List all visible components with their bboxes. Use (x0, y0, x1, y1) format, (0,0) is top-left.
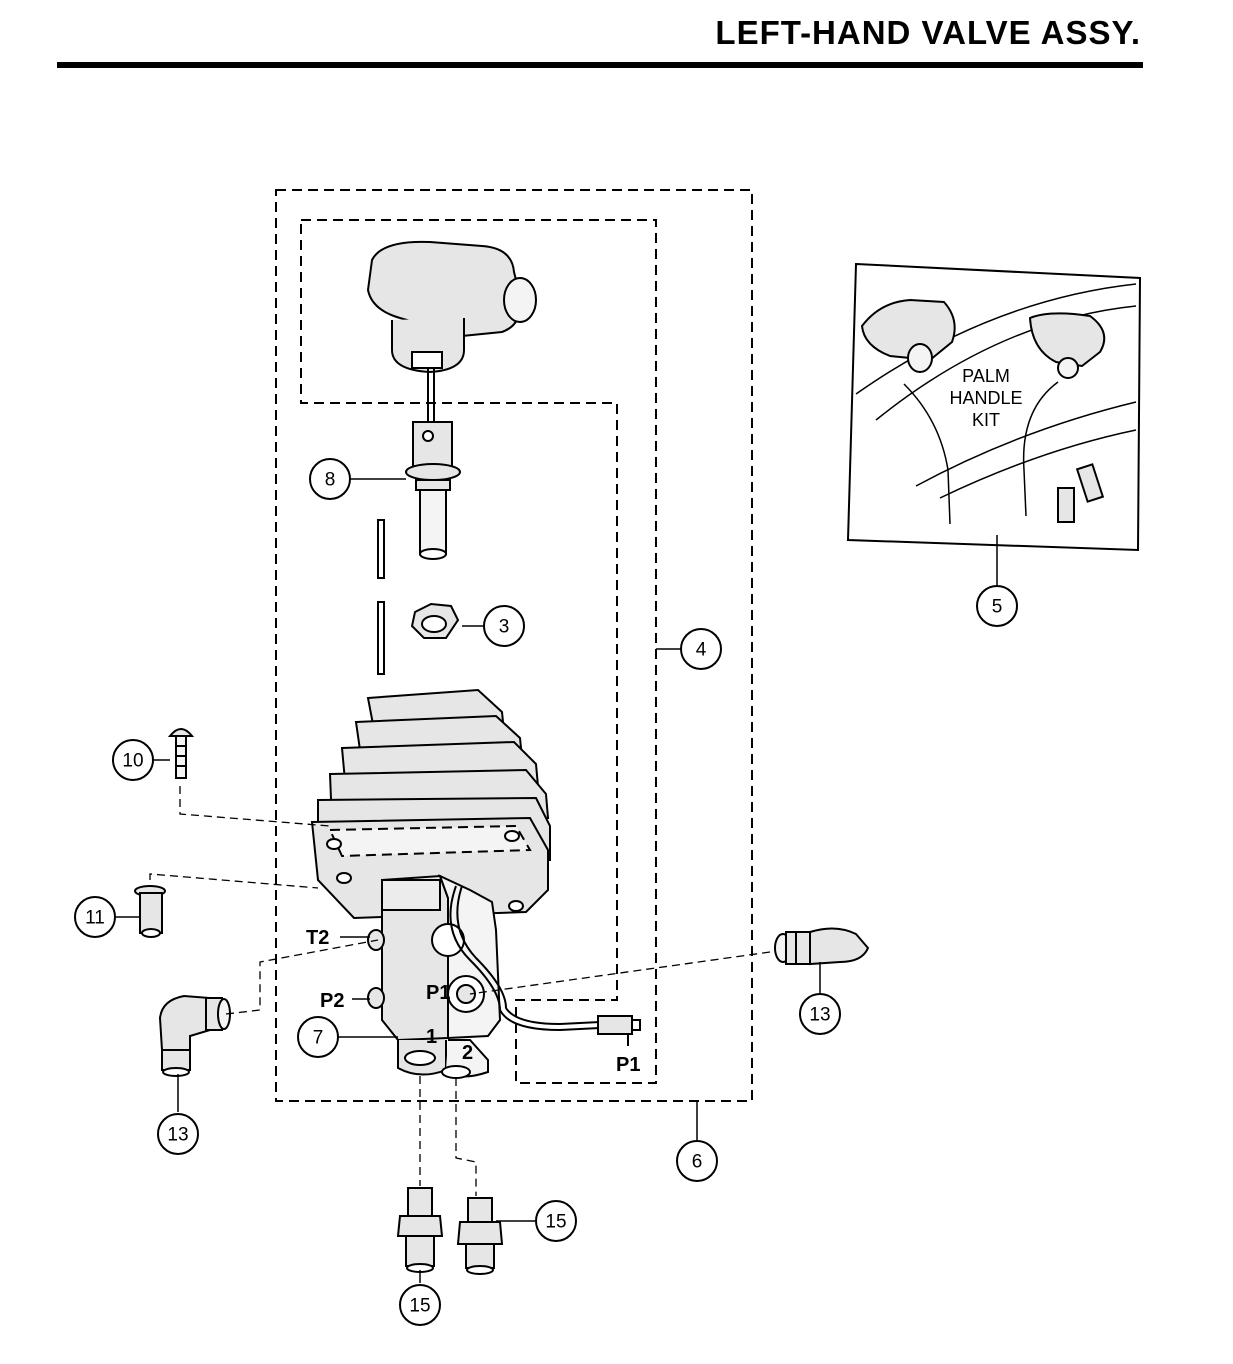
assembly-lines (149, 786, 771, 1196)
adapter-fitting-15-right (456, 1197, 504, 1275)
callout-circle-15b (535, 1200, 577, 1242)
port-label-p1-connector: P1 (616, 1054, 640, 1076)
wire-harness (449, 885, 601, 1032)
callout-10: 10 (122, 751, 143, 772)
callout-circle-13b (799, 993, 841, 1035)
valve-body (367, 874, 502, 1079)
callout-4: 4 (696, 640, 707, 661)
callout-circle-10 (112, 739, 154, 781)
title-rule (57, 62, 1143, 68)
p1-connector (597, 1015, 641, 1046)
spool-rods (377, 519, 385, 675)
port-label-t2: T2 (306, 927, 329, 949)
elbow-fitting-left (158, 994, 231, 1077)
callout-7: 7 (313, 1028, 324, 1049)
callout-13b: 13 (809, 1005, 830, 1026)
callout-circle-7 (297, 1016, 339, 1058)
callout-circle-13a (157, 1113, 199, 1155)
port-label-p1: P1 (426, 982, 450, 1004)
kit-label-line1: PALM (962, 366, 1010, 386)
lever-shaft (405, 421, 461, 560)
bolt-10 (167, 728, 195, 779)
palm-handle-kit-panel: PALM HANDLE KIT (846, 262, 1142, 552)
port-label-2: 2 (462, 1042, 473, 1064)
callout-8: 8 (325, 470, 336, 491)
callout-circles (74, 458, 1018, 1326)
callout-circle-6 (676, 1140, 718, 1182)
bushing-11 (134, 885, 166, 938)
adapter-fitting-15-left (396, 1187, 444, 1273)
callout-11: 11 (85, 908, 105, 929)
callout-3: 3 (499, 617, 510, 638)
mounting-plate (310, 816, 549, 920)
callout-15a: 15 (409, 1296, 430, 1317)
callout-circle-11 (74, 896, 116, 938)
assembly-6-boundary (275, 189, 753, 1102)
callout-15b: 15 (545, 1212, 566, 1233)
callout-circle-4 (680, 628, 722, 670)
kit-label-line2: HANDLE (949, 388, 1022, 408)
callout-circle-15a (399, 1284, 441, 1326)
port-label-1: 1 (426, 1026, 437, 1048)
palm-handle (366, 240, 537, 425)
hex-nut (410, 602, 460, 639)
callout-6: 6 (692, 1152, 703, 1173)
assembly-4-boundary (300, 219, 657, 1084)
page-title: LEFT-HAND VALVE ASSY. (715, 14, 1141, 51)
port-label-p2: P2 (320, 990, 344, 1012)
callout-circle-3 (483, 605, 525, 647)
callout-13a: 13 (167, 1125, 188, 1146)
callout-circle-5 (976, 585, 1018, 627)
elbow-fitting-right (774, 927, 870, 966)
leader-lines (115, 478, 998, 1283)
callout-circle-8 (309, 458, 351, 500)
kit-label-line3: KIT (972, 410, 1000, 430)
callout-5: 5 (992, 597, 1003, 618)
